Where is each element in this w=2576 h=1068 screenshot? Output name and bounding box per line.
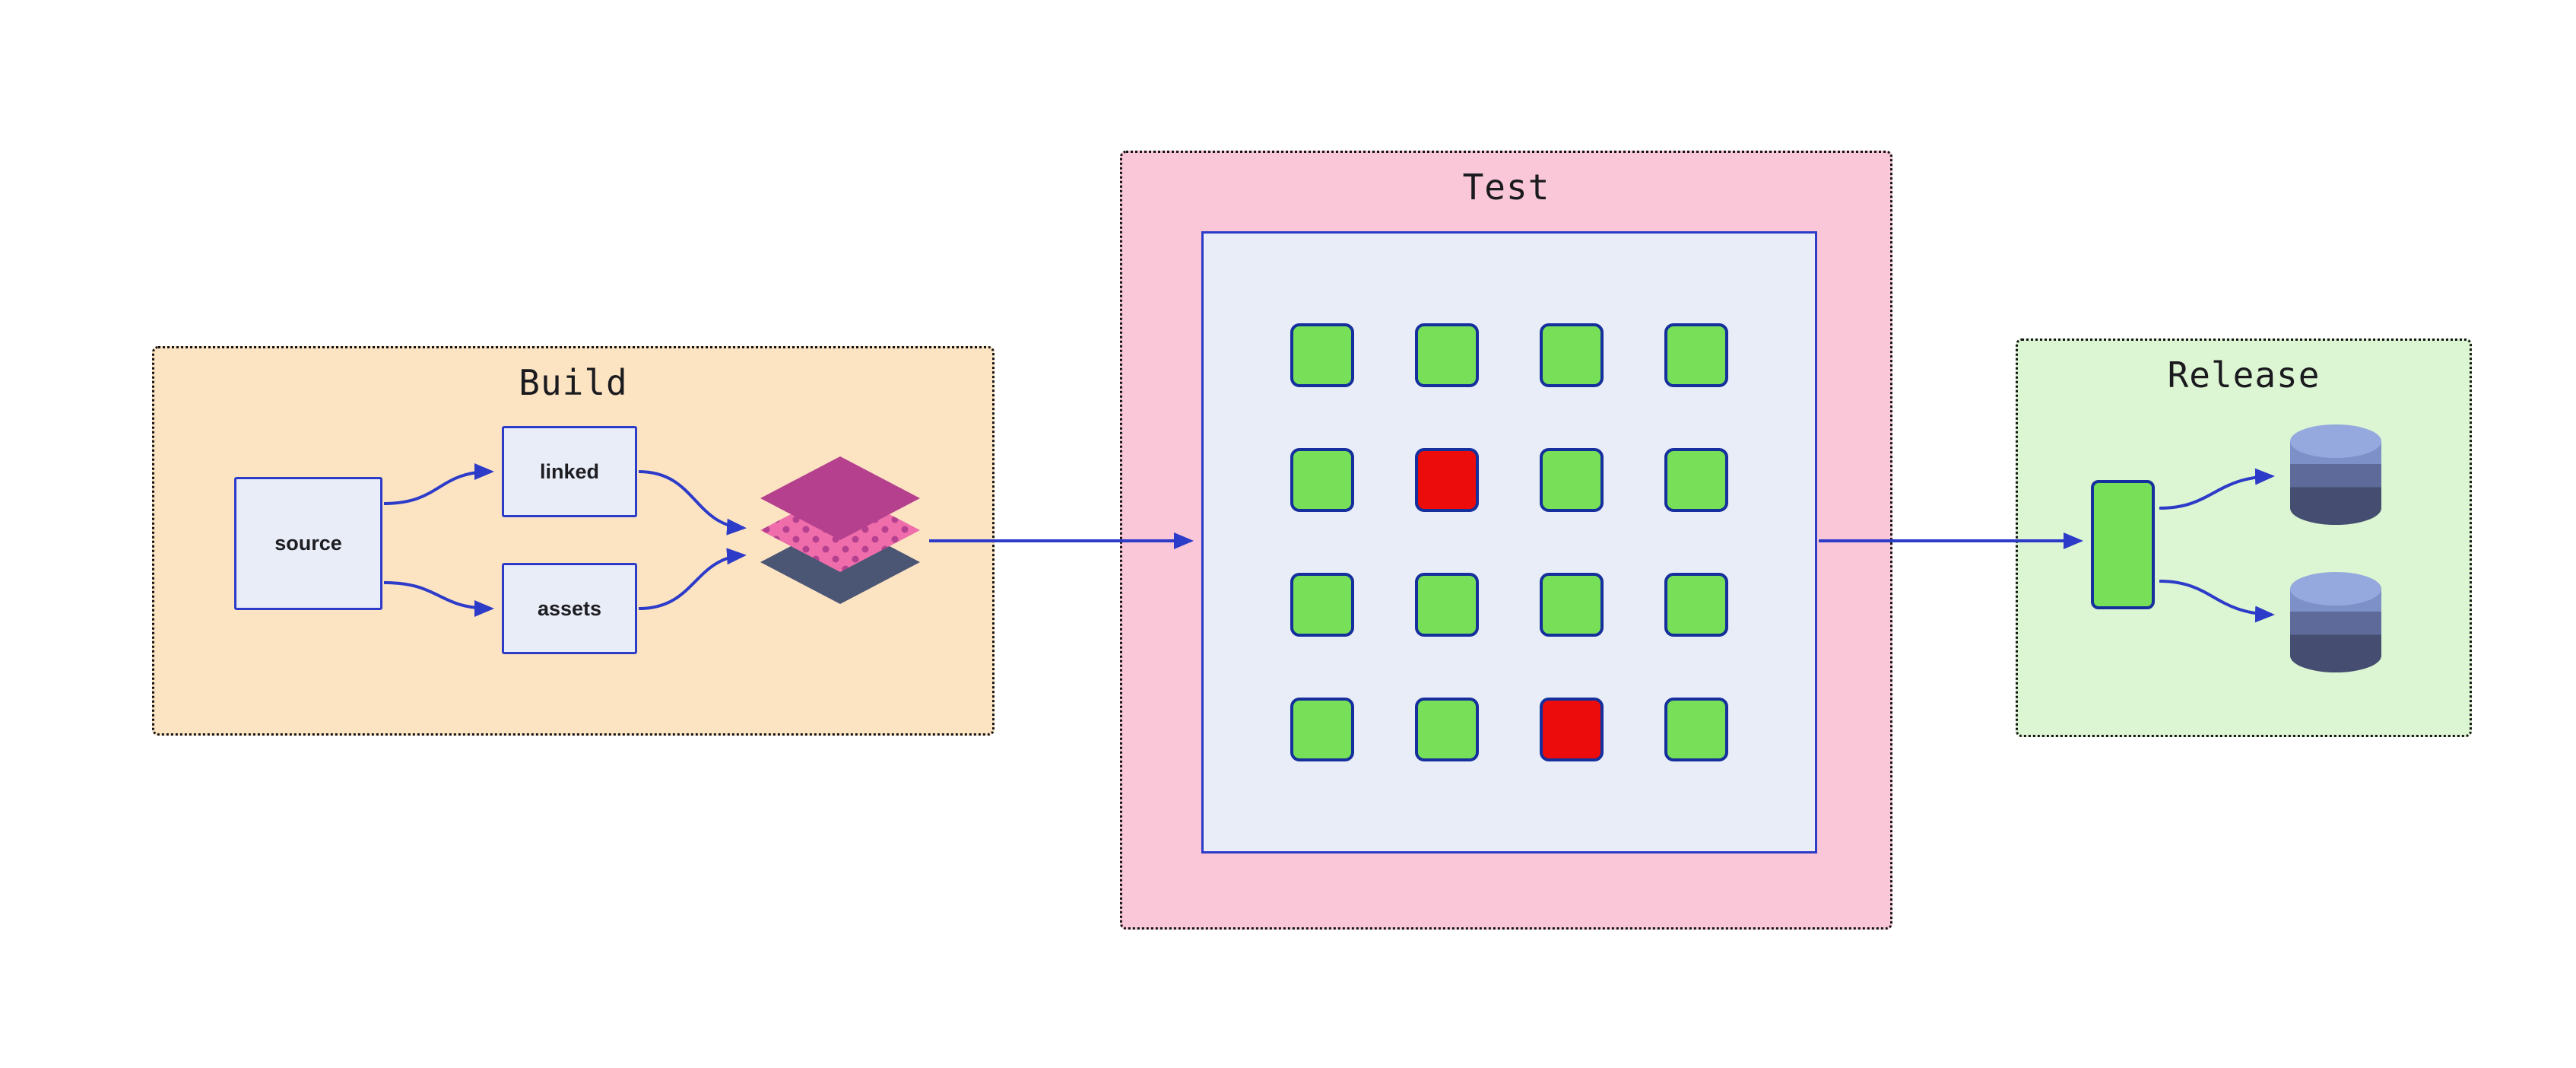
test-cell-r4c2-pass bbox=[1415, 698, 1479, 761]
linked-node-label: linked bbox=[539, 459, 600, 483]
assets-node: assets bbox=[502, 563, 637, 654]
test-cell-r2c4-pass bbox=[1664, 448, 1728, 512]
artifact-rect-icon bbox=[2091, 480, 2155, 609]
release-stage: Release bbox=[2016, 339, 2472, 737]
build-stage-title: Build bbox=[519, 362, 628, 403]
source-node: source bbox=[234, 477, 382, 610]
test-cell-r1c1-pass bbox=[1290, 323, 1354, 387]
test-cell-r4c4-pass bbox=[1664, 698, 1728, 761]
test-cell-r3c4-pass bbox=[1664, 573, 1728, 637]
source-node-label: source bbox=[274, 532, 342, 555]
assets-node-label: assets bbox=[537, 596, 602, 620]
test-cell-r2c1-pass bbox=[1290, 448, 1354, 512]
test-cell-r2c3-pass bbox=[1540, 448, 1604, 512]
test-cell-r1c2-pass bbox=[1415, 323, 1479, 387]
test-cell-r2c2-fail bbox=[1415, 448, 1479, 512]
linked-node: linked bbox=[502, 426, 637, 517]
test-cell-r3c1-pass bbox=[1290, 573, 1354, 637]
test-cell-r4c3-fail bbox=[1540, 698, 1604, 761]
release-stage-title: Release bbox=[2167, 354, 2321, 396]
test-cell-r3c3-pass bbox=[1540, 573, 1604, 637]
test-cell-r1c3-pass bbox=[1540, 323, 1604, 387]
test-cell-r1c4-pass bbox=[1664, 323, 1728, 387]
test-stage-title: Test bbox=[1462, 167, 1550, 208]
test-cell-r3c2-pass bbox=[1415, 573, 1479, 637]
test-cell-r4c1-pass bbox=[1290, 698, 1354, 761]
test-results-panel bbox=[1201, 231, 1817, 853]
